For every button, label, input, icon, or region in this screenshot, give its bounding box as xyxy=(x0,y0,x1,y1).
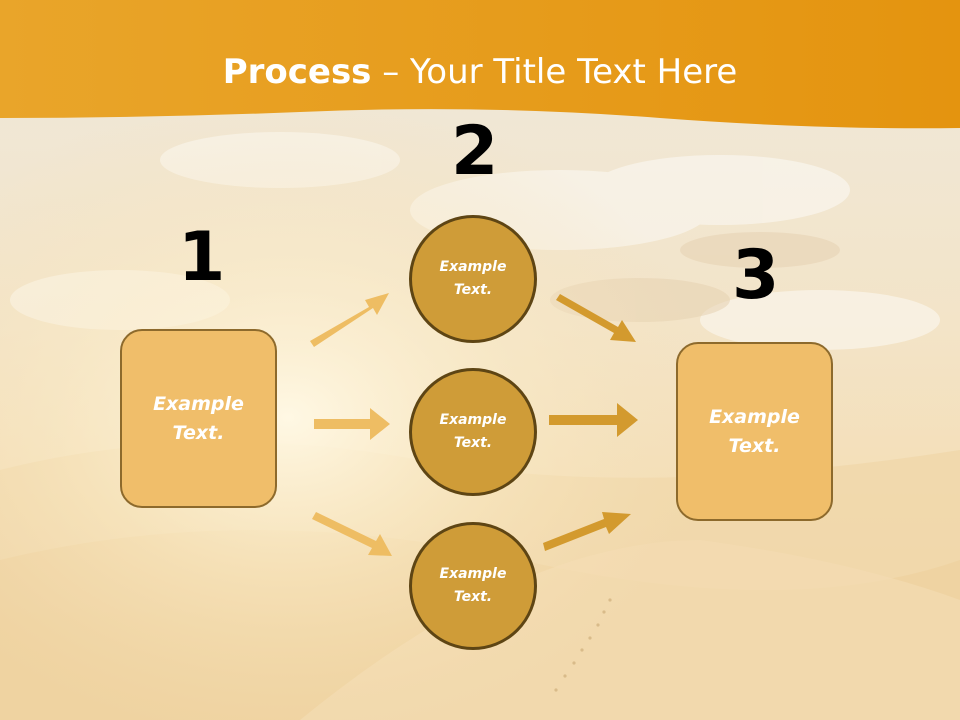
circle-middle-text: Example Text. xyxy=(439,412,507,451)
step-number-2: 2 xyxy=(451,112,499,191)
step-3-text: Example Text. xyxy=(709,405,800,457)
step-number-3: 3 xyxy=(732,236,780,315)
step-1-box[interactable]: Example Text. xyxy=(120,329,277,508)
arrow-up-right xyxy=(310,293,389,347)
circle-top-text: Example Text. xyxy=(439,259,507,298)
arrow-right-middle-2 xyxy=(549,403,638,437)
circle-bottom-text: Example Text. xyxy=(439,566,507,605)
arrow-down-right xyxy=(312,512,392,556)
title-bold: Process xyxy=(222,52,372,92)
step-2-circle-top[interactable]: Example Text. xyxy=(409,215,537,343)
arrow-right-middle xyxy=(314,408,390,440)
step-2-circle-middle[interactable]: Example Text. xyxy=(409,368,537,496)
slide-title: Process – Your Title Text Here xyxy=(0,52,960,92)
step-number-1: 1 xyxy=(178,218,226,297)
title-rest: – Your Title Text Here xyxy=(371,52,738,92)
step-3-box[interactable]: Example Text. xyxy=(676,342,833,521)
step-2-circle-bottom[interactable]: Example Text. xyxy=(409,522,537,650)
arrow-down-right-2 xyxy=(556,294,636,342)
step-1-text: Example Text. xyxy=(153,392,244,444)
arrow-up-right-2 xyxy=(543,512,631,551)
